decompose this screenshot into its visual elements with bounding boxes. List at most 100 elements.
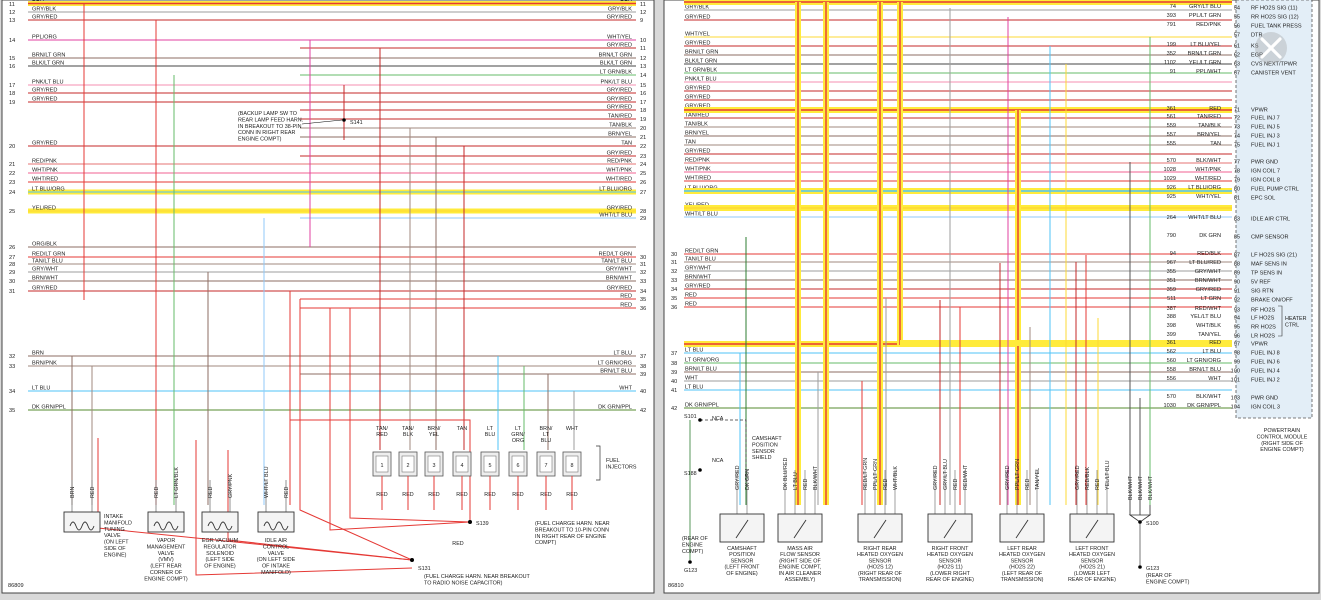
s131-label: S131 (418, 566, 431, 572)
sensor-caption: (LEFT FRONT (725, 565, 761, 571)
pin-number: 22 (9, 171, 15, 177)
injector-number: 6 (517, 463, 520, 469)
wire-label-left: GRY/RED (32, 141, 57, 147)
pin-number-right: 42 (640, 408, 646, 414)
pin-number-right: 11 (640, 46, 646, 52)
pcm-pin-function: MAF SENS IN (1251, 262, 1287, 268)
sensor-caption: HEATED OXYGEN (927, 552, 973, 558)
circuit-number: 388 (1167, 314, 1176, 320)
sensor-caption: SENSOR (869, 558, 892, 564)
wire-label-left: WHT/RED (685, 176, 711, 182)
pin-number-right: 32 (640, 270, 646, 276)
close-button[interactable] (1255, 32, 1287, 64)
wire-label-left: BRN/LT GRN (32, 53, 65, 59)
wire-label-right: RED (620, 303, 632, 309)
ground-wire-label: BLK/WHT (1148, 475, 1154, 500)
pcm-wire-label: TAN/BLK (1198, 123, 1221, 129)
injector-group-label: FUEL (606, 458, 620, 464)
pcm-pin-number: 73 (1234, 125, 1240, 131)
component-wire-label: GRY/PNK (228, 473, 234, 498)
s141-note: (BACKUP LAMP SW TO (238, 111, 297, 117)
wire-label-left: BRN (32, 351, 44, 357)
fuel-injector: TAN/BLK2RED (398, 426, 418, 510)
injector-wire-color: BLK (403, 432, 414, 438)
red-feed-wire (195, 440, 413, 576)
circuit-number: 560 (1167, 358, 1176, 364)
sensor-caption: TRANSMISSION) (1001, 577, 1044, 583)
sensor-body (719, 513, 765, 543)
injector-coil (539, 455, 553, 473)
splice-s139 (468, 520, 472, 524)
pcm-pin-number: 90 (1234, 280, 1240, 286)
sensor-symbol (943, 519, 957, 539)
pin-number-right: 22 (640, 144, 646, 150)
wire-label-left: GRY/RED (685, 86, 710, 92)
ground-junction (1128, 514, 1152, 523)
injector-number: 8 (571, 463, 574, 469)
pcm-pin-function: IGN COIL 3 (1251, 405, 1280, 411)
component-body (147, 511, 185, 533)
pcm-pin-number: 81 (1234, 196, 1240, 202)
pcm-wire-label: LT BLU/RED (1189, 260, 1221, 266)
circuit-number: 570 (1167, 158, 1176, 164)
g123-label: G123 (1146, 566, 1159, 572)
pin-number: 32 (671, 269, 677, 275)
shield-caption: CAMSHAFT (752, 436, 782, 442)
component-caption: SIDE OF (104, 546, 126, 552)
pcm-pin-function: EGR (1251, 53, 1263, 59)
wire-label-right: GRY/RED (607, 97, 632, 103)
sensor-wire-label: GRY/RED (1005, 465, 1011, 490)
pcm-pin-function: VPWR (1251, 108, 1268, 114)
coil-symbol (263, 521, 289, 531)
nca-label: NCA (712, 458, 724, 464)
pin-number: 30 (671, 252, 677, 258)
wire-label-left: RED (685, 302, 697, 308)
sensor-wire-label: BLK/WHT (813, 465, 819, 490)
pcm-pin-number: 89 (1234, 271, 1240, 277)
pcm-pin-function: IGN COIL 7 (1251, 169, 1280, 175)
sensor-wire-label: TAN/YEL (1035, 468, 1041, 490)
component-wire-label: RED (90, 487, 96, 498)
wire-label-left: WHT/YEL (685, 32, 710, 38)
sensor-wire-label: RED (883, 479, 889, 490)
pin-number: 13 (9, 18, 15, 24)
pin-number-right: 31 (640, 262, 646, 268)
pcm-pin-function: RF HO2S (1251, 308, 1276, 314)
pcm-wire-label: LT GRN/ORG (1187, 358, 1221, 364)
pcm-pin-function: SIG RTN (1251, 289, 1274, 295)
pin-number: 26 (9, 245, 15, 251)
wire-label-right: GRY/RED (607, 15, 632, 21)
wire-label-left: PNK/LT BLU (685, 77, 717, 83)
wire-label-left: RED/PNK (685, 158, 710, 164)
sensor-caption: FLOW SENSOR (780, 552, 820, 558)
component-body (257, 511, 295, 533)
wire-label-left: BRN/YEL (685, 131, 709, 137)
sensor-wire-label: DK GRN (745, 469, 751, 490)
wire-label-left: WHT/LT BLU (685, 212, 718, 218)
injector-coil (401, 455, 415, 473)
component-caption: (ON LEFT SIDE (257, 557, 296, 563)
pin-number: 39 (671, 370, 677, 376)
wire-label-right: BLK/LT GRN (600, 61, 632, 67)
pcm-wire-label: BLK/WHT (1196, 158, 1221, 164)
pin-number-right: 16 (640, 91, 646, 97)
injector-number: 3 (433, 463, 436, 469)
wire-label-right: RED (620, 294, 632, 300)
wire-label-right: LT GRN/BLK (600, 70, 632, 76)
component-caption: VALVE (104, 533, 121, 539)
injector-wire-color: WHT (566, 426, 579, 432)
g123-caption: ENGINE COMPT) (1146, 579, 1190, 585)
wire-label-left: WHT/PNK (685, 167, 711, 173)
pcm-pin-number: 96 (1234, 334, 1240, 340)
component-caption: EGR VACUUM (202, 538, 239, 544)
sensor-caption: (LOWER LEFT (1074, 571, 1111, 577)
ground-wire-label: BLK/WHT (1138, 475, 1144, 500)
pin-number: 42 (671, 406, 677, 412)
pin-number: 35 (9, 408, 15, 414)
component-caption: MANIFOLD (104, 520, 132, 526)
pcm-pin-number: 72 (1234, 116, 1240, 122)
shield-caption: SHIELD (752, 455, 772, 461)
